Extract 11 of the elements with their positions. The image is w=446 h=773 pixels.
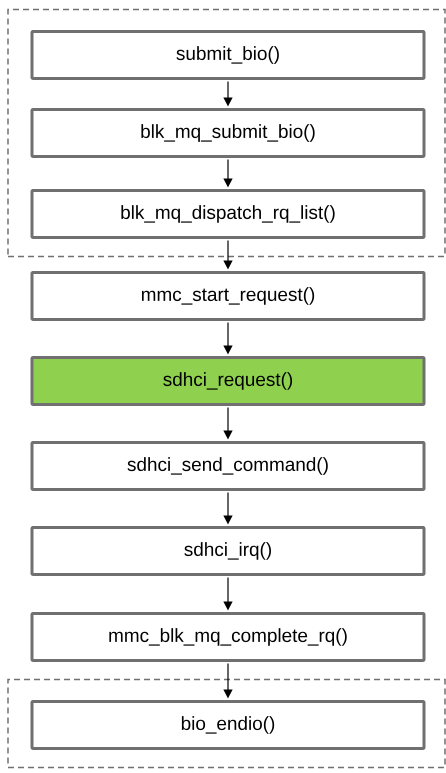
function-box: mmc_start_request()	[30, 271, 426, 321]
function-box: sdhci_irq()	[30, 526, 426, 576]
group-frame	[7, 678, 446, 768]
function-box: bio_endio()	[30, 700, 426, 750]
function-box: submit_bio()	[30, 30, 426, 80]
function-box: sdhci_send_command()	[30, 441, 426, 491]
function-box: blk_mq_dispatch_rq_list()	[30, 189, 426, 239]
group-frame	[7, 8, 446, 258]
function-box: sdhci_request()	[30, 356, 426, 406]
function-box: mmc_blk_mq_complete_rq()	[30, 612, 426, 662]
function-box: blk_mq_submit_bio()	[30, 108, 426, 158]
